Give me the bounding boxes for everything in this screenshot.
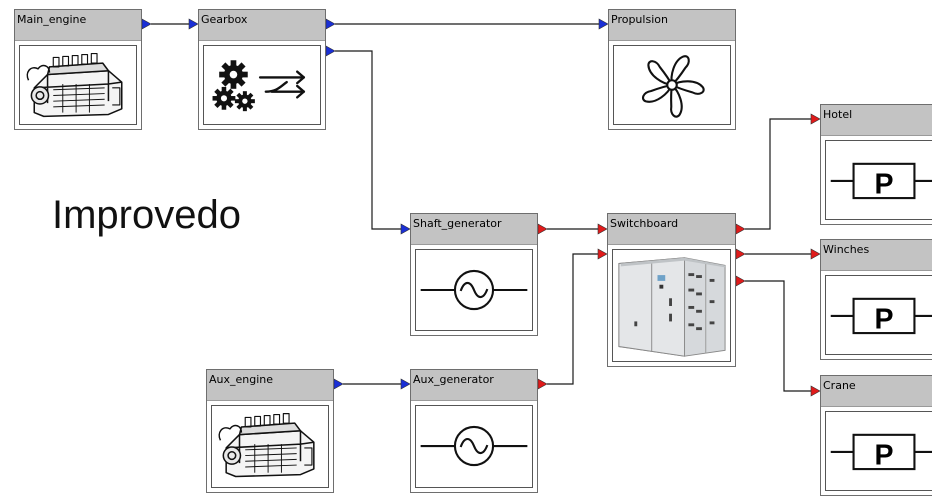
block-title: Aux_engine [207, 370, 333, 401]
wire-switchboard-to-crane [745, 280, 811, 392]
wire-aux-generator-to-switchboard [547, 253, 598, 385]
propeller-icon [613, 45, 731, 125]
block-gearbox[interactable]: Gearbox [198, 9, 326, 130]
port-hotel-in[interactable] [810, 113, 821, 125]
port-crane-in[interactable] [810, 385, 821, 397]
power-symbol: P [874, 303, 893, 335]
port-gearbox-out-shaft[interactable] [325, 45, 336, 57]
block-shaft-generator[interactable]: Shaft_generator [410, 213, 538, 336]
block-title: Switchboard [608, 214, 735, 245]
generator-icon [415, 405, 533, 488]
block-title: Shaft_generator [411, 214, 537, 245]
block-propulsion[interactable]: Propulsion [608, 9, 736, 130]
switchboard-icon [612, 249, 731, 362]
port-aux-generator-out[interactable] [537, 378, 548, 390]
power-consumer-icon: P [825, 411, 932, 491]
block-title: Main_engine [15, 10, 141, 41]
port-shaft-generator-in[interactable] [400, 223, 411, 235]
block-title: Propulsion [609, 10, 735, 41]
block-title: Hotel [821, 105, 932, 136]
block-title: Aux_generator [411, 370, 537, 401]
port-switchboard-out-2[interactable] [735, 248, 746, 260]
port-switchboard-in-2[interactable] [597, 248, 608, 260]
block-main-engine[interactable]: Main_engine [14, 9, 142, 130]
generator-icon [415, 249, 533, 331]
power-symbol: P [874, 168, 893, 200]
block-hotel[interactable]: Hotel P [820, 104, 932, 225]
port-switchboard-out-3[interactable] [735, 275, 746, 287]
gearbox-icon [203, 45, 321, 125]
power-consumer-icon: P [825, 275, 932, 355]
wire-switchboard-to-hotel [745, 118, 811, 230]
block-title: Winches [821, 240, 932, 271]
port-aux-engine-out[interactable] [333, 378, 344, 390]
port-shaft-generator-out[interactable] [537, 223, 548, 235]
block-aux-generator[interactable]: Aux_generator [410, 369, 538, 493]
engine-icon [19, 45, 137, 125]
port-gearbox-in[interactable] [188, 18, 199, 30]
port-gearbox-out-propulsion[interactable] [325, 18, 336, 30]
block-aux-engine[interactable]: Aux_engine [206, 369, 334, 493]
block-title: Crane [821, 376, 932, 407]
port-winches-in[interactable] [810, 248, 821, 260]
watermark-text: Improvedo [52, 193, 241, 237]
power-symbol: P [874, 439, 893, 471]
block-winches[interactable]: Winches P [820, 239, 932, 360]
port-propulsion-in[interactable] [598, 18, 609, 30]
block-switchboard[interactable]: Switchboard [607, 213, 736, 367]
port-aux-generator-in[interactable] [400, 378, 411, 390]
wire-gearbox-to-shaft-generator [335, 50, 401, 230]
engine-icon [211, 405, 329, 488]
port-main-engine-out[interactable] [141, 18, 152, 30]
power-consumer-icon: P [825, 140, 932, 220]
block-crane[interactable]: Crane P [820, 375, 932, 496]
port-switchboard-out-1[interactable] [735, 223, 746, 235]
port-switchboard-in-1[interactable] [597, 223, 608, 235]
block-title: Gearbox [199, 10, 325, 41]
